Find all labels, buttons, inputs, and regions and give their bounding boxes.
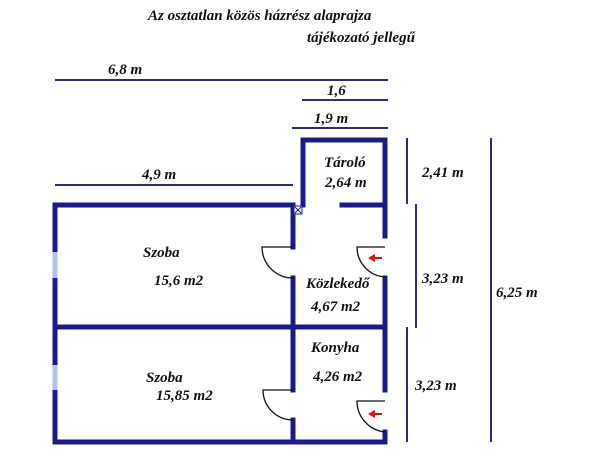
dim-label-total-height: 6,25 m (496, 285, 538, 301)
room-hallway-area: 4,67 m2 (311, 299, 361, 315)
doors (261, 246, 386, 433)
plan-title-line2: tájékozató jellegű (307, 30, 415, 46)
entry-arrow-kitchen-icon (368, 410, 382, 418)
room-storage-name: Tároló (324, 155, 366, 171)
room-upper-bedroom-name: Szoba (143, 245, 180, 261)
entry-arrows (368, 254, 382, 418)
room-lower-bedroom-area: 15,85 m2 (156, 388, 213, 404)
door-hall-entry (356, 246, 386, 278)
entry-arrow-hall-icon (368, 254, 382, 262)
door-lower-room (262, 389, 294, 421)
plan-title-line1: Az osztatlan közös házrész alaprajza (148, 8, 372, 24)
room-kitchen-name: Konyha (311, 340, 360, 356)
dim-label-top-total: 6,8 m (108, 62, 143, 78)
room-lower-bedroom-name: Szoba (146, 370, 183, 386)
room-hallway-name: Közlekedő (306, 276, 370, 292)
door-upper-room (261, 246, 294, 279)
vent-symbol-icon (293, 205, 303, 215)
dim-label-kitchen-height: 3,23 m (415, 378, 457, 394)
dim-label-left-width: 4,9 m (142, 167, 177, 183)
dim-label-hall-height: 3,23 m (422, 271, 464, 287)
room-storage-area: 2,64 m (325, 175, 367, 191)
walls (52, 137, 388, 445)
dimension-lines (55, 79, 492, 442)
door-kitchen-entry (356, 400, 386, 433)
dim-label-storage-inner: 1,6 (327, 83, 346, 99)
dim-label-storage-height: 2,41 m (422, 165, 464, 181)
room-upper-bedroom-area: 15,6 m2 (154, 273, 204, 289)
room-kitchen-area: 4,26 m2 (313, 369, 363, 385)
dim-label-storage-outer: 1,9 m (314, 111, 349, 127)
